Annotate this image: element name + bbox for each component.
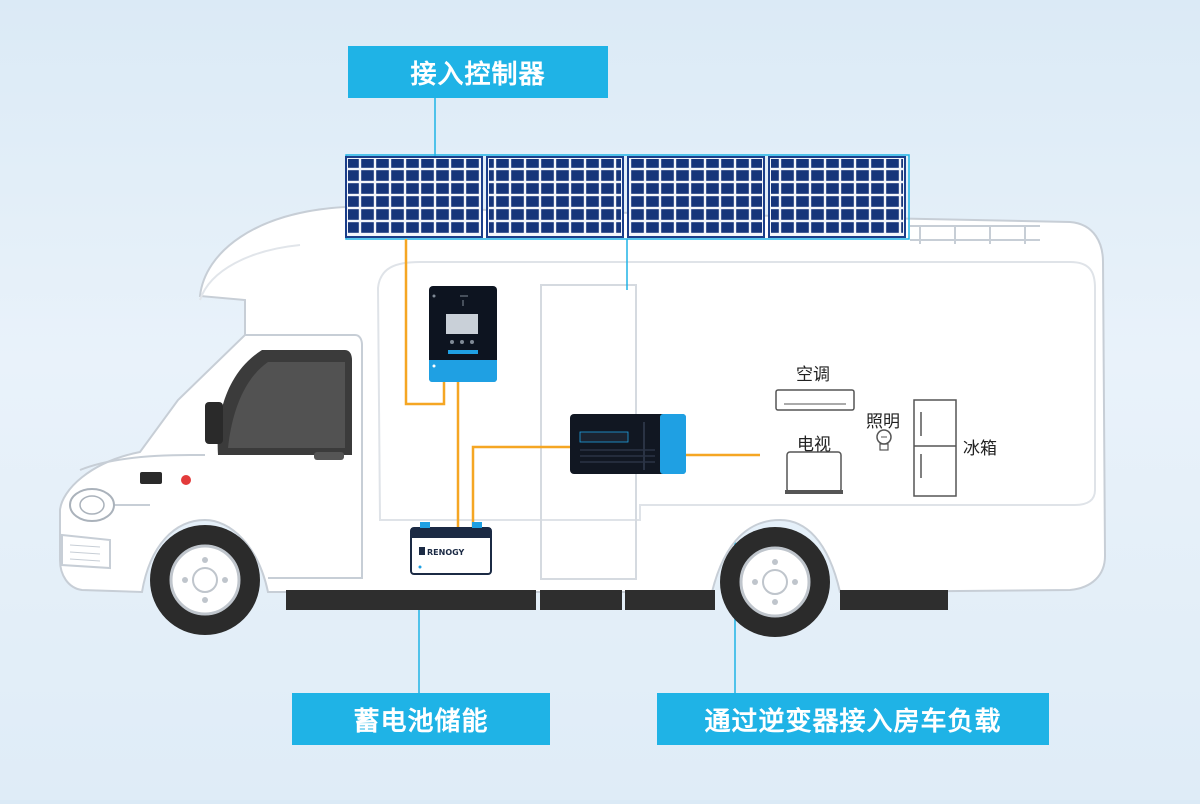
- refrigerator: [913, 399, 957, 497]
- wiring: [404, 239, 760, 528]
- rear-wheel: [720, 527, 830, 637]
- door-handle: [314, 452, 344, 460]
- fridge-label: 冰箱: [963, 439, 997, 459]
- inverter-display: [579, 431, 629, 443]
- battery: RENOGY: [410, 522, 492, 575]
- solar-panel-1: [345, 156, 483, 238]
- side-mirror: [205, 402, 223, 444]
- cab: [61, 334, 363, 579]
- controller-callout: 接入控制器: [348, 46, 608, 98]
- solar-panel-2: [486, 156, 624, 238]
- front-grille-detail: [140, 472, 162, 484]
- ac-label: 空调: [796, 365, 830, 385]
- battery-brand-text: RENOGY: [427, 548, 465, 557]
- roof-rack: [910, 225, 1040, 244]
- air-conditioner: [775, 389, 855, 411]
- controller-screen: [446, 314, 478, 334]
- battery-callout: 蓄电池储能: [292, 693, 550, 745]
- solar-panel-3: [627, 156, 765, 238]
- television: [785, 451, 843, 494]
- front-wheel: [150, 525, 260, 635]
- rv-body: [59, 205, 1107, 594]
- tv-label: 电视: [797, 435, 831, 455]
- light-bulb-icon: [876, 429, 892, 451]
- charge-controller: [429, 286, 497, 382]
- light-label: 照明: [866, 412, 900, 432]
- headlight: [69, 488, 115, 522]
- solar-panels: [345, 154, 910, 240]
- solar-panel-4: [768, 156, 906, 238]
- inverter: [570, 414, 686, 474]
- chassis: [286, 590, 948, 610]
- indicator-light: [181, 475, 191, 485]
- inverter-callout: 通过逆变器接入房车负载: [657, 693, 1049, 745]
